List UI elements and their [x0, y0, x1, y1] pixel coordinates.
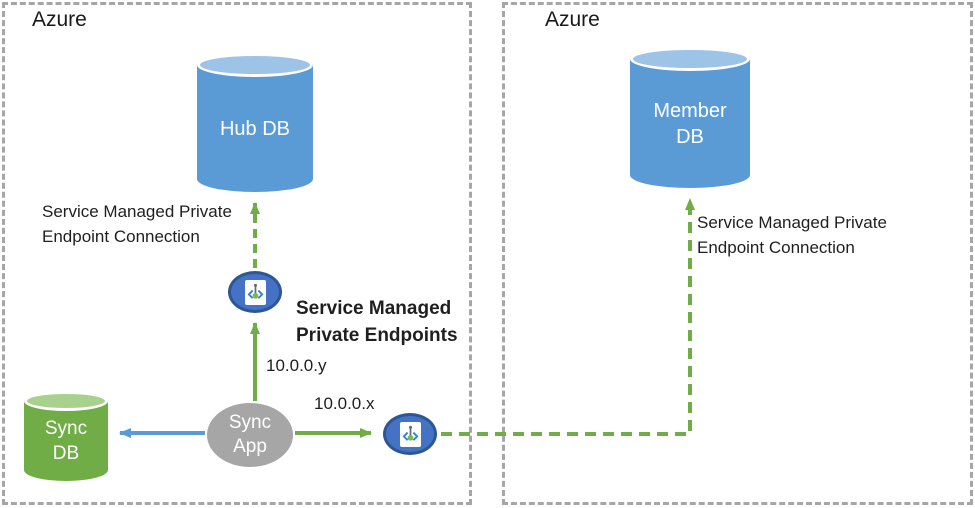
ip-label-x: 10.0.0.x: [314, 394, 375, 413]
member-db-cylinder: Member DB: [630, 47, 750, 188]
sync-db-cylinder-top: [24, 391, 108, 411]
sync-app-ellipse: Sync App: [207, 403, 293, 467]
ip-label-y: 10.0.0.y: [266, 356, 327, 375]
private-endpoint-icon-glyph: [402, 425, 418, 441]
sync-db-cylinder: Sync DB: [24, 391, 108, 481]
member-db-cylinder-body: [630, 58, 750, 188]
dashed-arrow-endpoint-to-member-db: [441, 198, 695, 436]
private-endpoint-upper: [228, 271, 282, 313]
private-endpoint-icon: [399, 421, 421, 447]
azure-region-right-label: Azure: [545, 8, 600, 31]
left-endpoint-connection-label: Service Managed Private Endpoint Connect…: [42, 202, 232, 246]
right-endpoint-connection-label: Service Managed Private Endpoint Connect…: [697, 213, 887, 257]
private-endpoint-icon: [244, 279, 266, 305]
azure-region-left: [2, 2, 472, 505]
service-managed-private-endpoints-title: Service Managed Private Endpoints: [296, 298, 458, 346]
azure-region-right: [502, 2, 973, 505]
sync-db-label: Sync DB: [44, 418, 88, 464]
private-endpoint-icon-glyph: [247, 283, 263, 299]
member-db-label: Member DB: [653, 99, 727, 148]
hub-db-cylinder-top: [197, 53, 313, 77]
sync-db-cylinder-body: [24, 400, 108, 481]
private-endpoint-right: [383, 413, 437, 455]
hub-db-cylinder-body: [197, 64, 313, 192]
sync-app-label: Sync App: [228, 412, 272, 457]
hub-db-cylinder: Hub DB: [197, 53, 313, 192]
hub-db-label: Hub DB: [219, 117, 291, 140]
member-db-cylinder-top: [630, 47, 750, 71]
azure-region-left-label: Azure: [32, 8, 87, 31]
